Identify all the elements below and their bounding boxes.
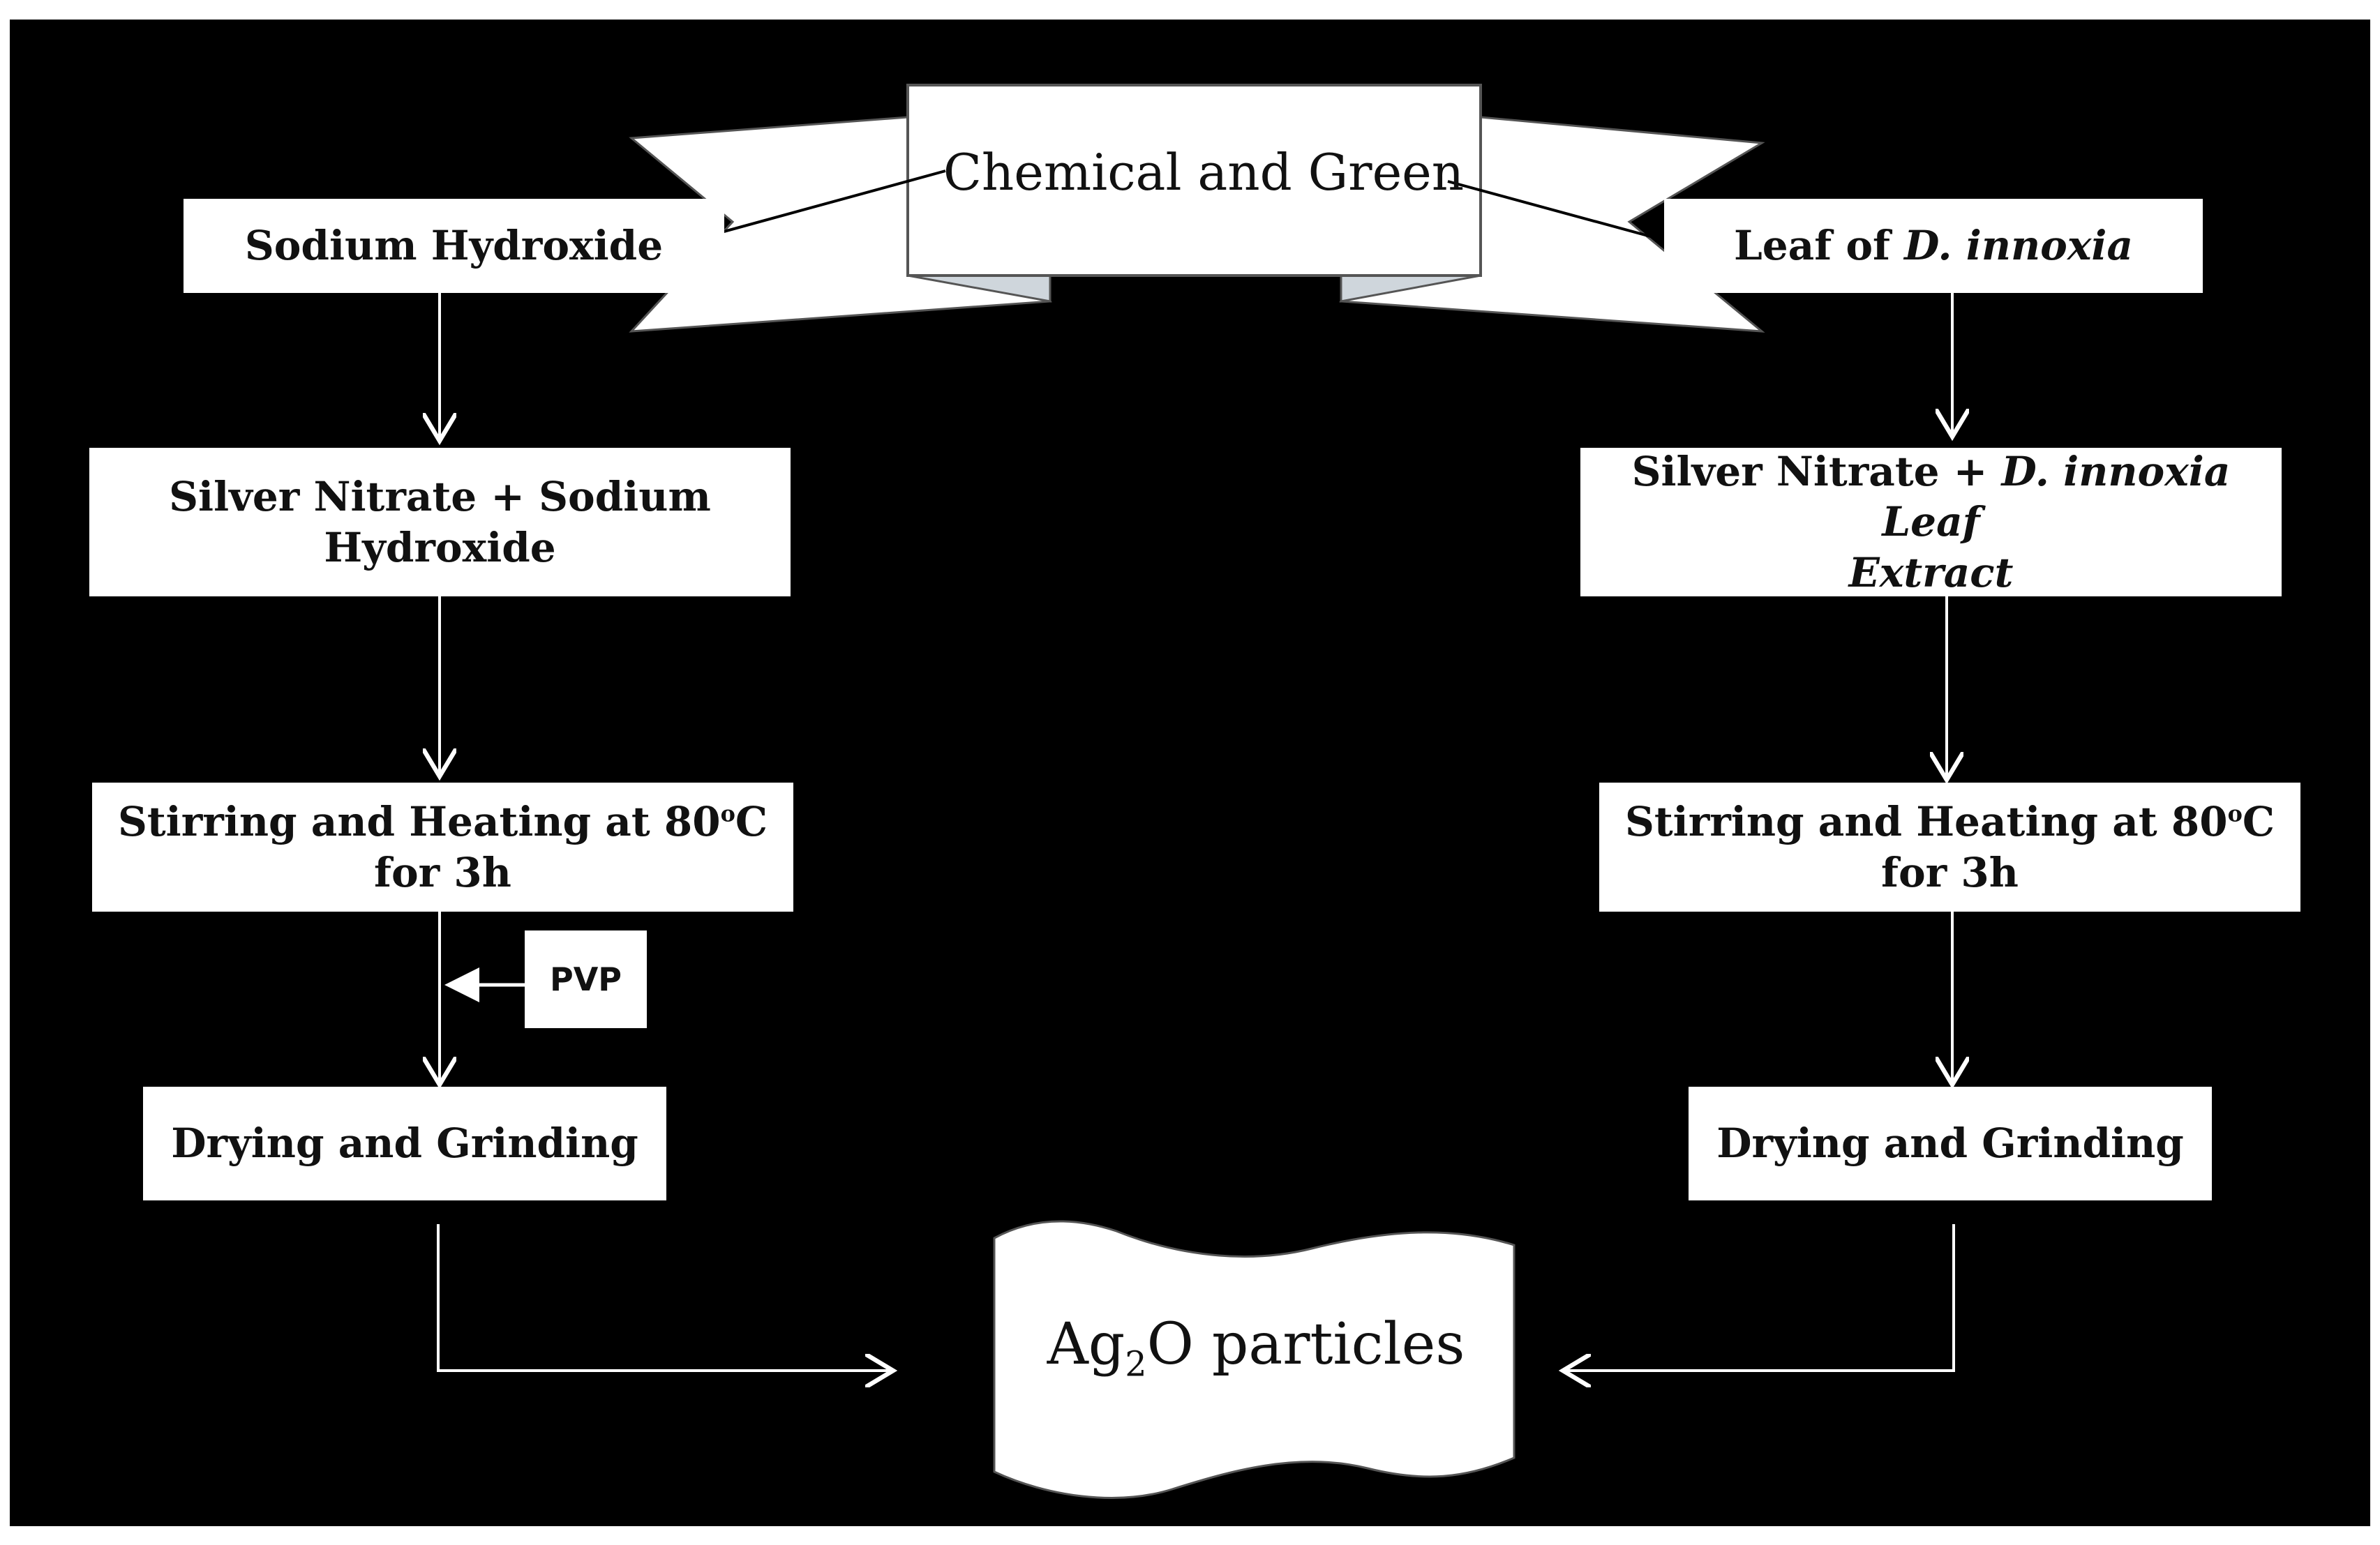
chem-step1-label: Silver Nitrate + Sodium Hydroxide: [169, 473, 711, 571]
chem-step1-box: Silver Nitrate + Sodium Hydroxide: [89, 448, 791, 596]
product-subscript: 2: [1125, 1343, 1147, 1385]
green-step2-line1: Stirring and Heating at 80: [1624, 798, 2228, 845]
chem-step3-box: Drying and Grinding: [143, 1087, 666, 1200]
chem-degree-mark: o: [720, 800, 735, 827]
pvp-box: PVP: [525, 930, 647, 1028]
green-step1-box: Silver Nitrate + D. innoxia Leaf Extract: [1580, 448, 2282, 596]
chem-step2-box: Stirring and Heating at 80oC for 3h: [92, 783, 793, 912]
chem-step3-label: Drying and Grinding: [171, 1120, 638, 1168]
chem-step2-unit: C: [735, 798, 768, 845]
banner-pointer-left: [688, 169, 946, 248]
green-step2-text: Stirring and Heating at 80oC for 3h: [1625, 797, 2275, 898]
green-start-box: Leaf of D. innoxia: [1664, 199, 2203, 293]
green-connector-final: [1563, 1224, 1955, 1371]
chem-start-box: Sodium Hydroxide: [184, 199, 724, 293]
chem-step2-text: Stirring and Heating at 80oC for 3h: [118, 797, 768, 898]
banner-title: Chemical and Green: [943, 143, 1465, 202]
pvp-label: PVP: [549, 960, 622, 998]
green-start-prefix: Leaf of: [1733, 222, 1905, 270]
chem-start-label: Sodium Hydroxide: [244, 222, 664, 270]
chem-step2-line2: for 3h: [374, 848, 511, 896]
green-step1-line2: Extract: [1848, 548, 2014, 596]
green-start-species: D. innoxia: [1904, 222, 2134, 270]
product-prefix: Ag: [1047, 1311, 1125, 1378]
green-step1-species: D. innoxia Leaf: [1882, 447, 2231, 546]
chem-connector-final: [437, 1224, 893, 1371]
product-suffix: O particles: [1146, 1311, 1465, 1378]
green-step2-box: Stirring and Heating at 80oC for 3h: [1599, 783, 2300, 912]
green-step2-unit: C: [2242, 798, 2275, 845]
chem-step2-line1: Stirring and Heating at 80: [117, 798, 721, 845]
green-start-text: Leaf of D. innoxia: [1734, 220, 2133, 271]
green-step3-label: Drying and Grinding: [1716, 1120, 2184, 1168]
green-step3-box: Drying and Grinding: [1689, 1087, 2212, 1200]
green-step2-line2: for 3h: [1881, 848, 2019, 896]
green-step1-text: Silver Nitrate + D. innoxia Leaf Extract: [1580, 446, 2282, 598]
green-step1-prefix: Silver Nitrate +: [1631, 447, 2002, 495]
banner-center: [906, 84, 1482, 277]
green-degree-mark: o: [2227, 800, 2243, 827]
product-label: Ag2O particles: [991, 1311, 1521, 1384]
product-scroll: [993, 1220, 1515, 1499]
